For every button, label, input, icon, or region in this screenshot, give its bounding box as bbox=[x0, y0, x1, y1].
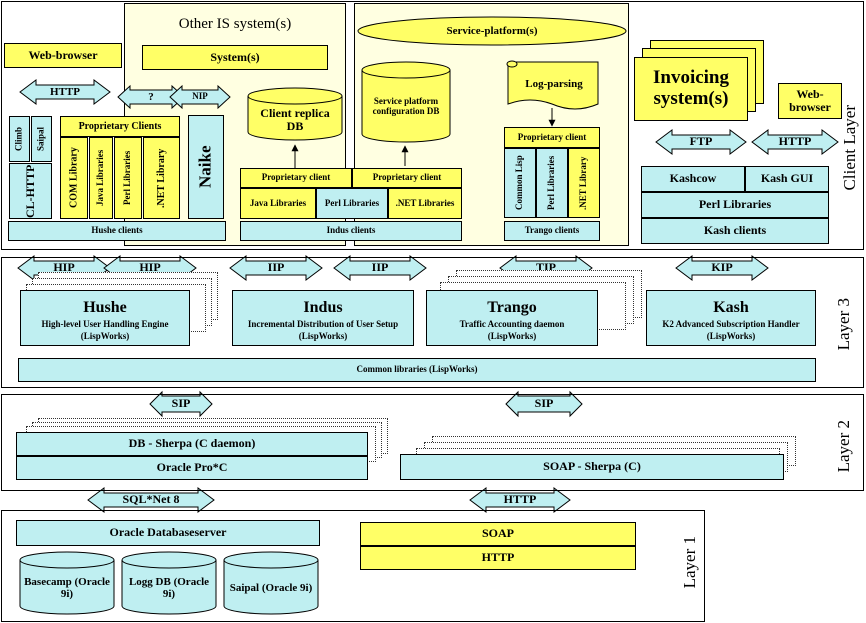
kash-gui-box: Kash GUI bbox=[745, 166, 829, 192]
net-library: .NET Library bbox=[143, 137, 180, 219]
iip1-label: IIP bbox=[267, 260, 285, 275]
nip-arrow bbox=[169, 84, 231, 110]
kash-clients-box: Kash clients bbox=[641, 218, 829, 244]
hushe-box bbox=[20, 290, 190, 346]
db-sherpa-box: DB - Sherpa (C daemon) bbox=[16, 432, 368, 456]
perl-libraries-kash: Perl Libraries bbox=[641, 192, 829, 218]
iip2-label: IIP bbox=[371, 260, 389, 275]
soap-box: SOAP bbox=[360, 522, 636, 546]
layer2-label: Layer 2 bbox=[834, 420, 853, 473]
indus-lisp: (LispWorks) bbox=[298, 331, 348, 342]
kash-box bbox=[646, 290, 816, 346]
client-layer-frame bbox=[1, 1, 864, 250]
client-replica-db: Client replica DB bbox=[260, 105, 330, 133]
kip-arrow bbox=[675, 255, 769, 281]
indus-box bbox=[232, 290, 414, 346]
kash-lisp: (LispWorks) bbox=[706, 331, 756, 342]
perl-lib-trango: Perl Libraries bbox=[536, 148, 568, 218]
climb-box: Climb bbox=[9, 116, 30, 162]
indus-clients-box: Indus clients bbox=[240, 221, 462, 241]
sip1-label: SIP bbox=[171, 396, 191, 411]
trango-prop-client: Proprietary client bbox=[504, 127, 600, 148]
http-left-arrow bbox=[19, 79, 111, 105]
perl-libraries: Perl Libraries bbox=[114, 137, 142, 219]
cl-http-box: CL-HTTP bbox=[9, 163, 52, 219]
http-layer1-arrow bbox=[469, 487, 571, 513]
layer1-label: Layer 1 bbox=[680, 536, 699, 589]
hip2-label: HIP bbox=[139, 260, 161, 275]
sqlnet-label: SQL*Net 8 bbox=[122, 492, 180, 507]
java-libraries: Java Libraries bbox=[89, 137, 113, 219]
http-layer1-label: HTTP bbox=[503, 492, 537, 507]
kash-title: Kash bbox=[713, 299, 749, 317]
spc-db-label: Service platform configuration DB bbox=[372, 96, 440, 116]
http-right-arrow bbox=[751, 129, 839, 155]
web-browser-left: Web-browser bbox=[4, 43, 122, 68]
layer3-label: Layer 3 bbox=[834, 298, 853, 351]
soap-sherpa-box: SOAP - Sherpa (C) bbox=[400, 454, 784, 480]
saipal-box: Saipal bbox=[31, 116, 52, 162]
indus-title: Indus bbox=[303, 299, 343, 317]
oracle-proc-box: Oracle Pro*C bbox=[16, 456, 368, 480]
service-platform-label: Service-platform(s) bbox=[446, 24, 538, 37]
http-box-layer1: HTTP bbox=[360, 546, 636, 570]
proprietary-clients-box: Proprietary Clients bbox=[60, 116, 180, 137]
invoicing-box: Invoicing system(s) bbox=[634, 57, 748, 121]
kip-label: KIP bbox=[711, 260, 733, 275]
prop-client-2: Proprietary client bbox=[352, 168, 462, 188]
hushe-title: Hushe bbox=[83, 299, 127, 317]
hip1-label: HIP bbox=[53, 260, 75, 275]
hushe-clients-box: Hushe clients bbox=[8, 221, 226, 241]
layer3-frame bbox=[1, 257, 864, 388]
trango-clients-box: Trango clients bbox=[504, 221, 600, 241]
systems-box: System(s) bbox=[142, 45, 328, 70]
nip-label: NIP bbox=[192, 91, 208, 102]
trango-box bbox=[426, 290, 598, 346]
other-is-title: Other IS system(s) bbox=[178, 15, 292, 32]
perl-libs-indus: Perl Libraries bbox=[316, 188, 388, 219]
ftp-arrow bbox=[655, 129, 747, 155]
layer1-frame bbox=[1, 510, 705, 622]
trango-lisp: (LispWorks) bbox=[487, 331, 537, 342]
saipal-db: Saipal (Oracle 9i) bbox=[229, 581, 313, 594]
com-library: COM Library bbox=[60, 137, 88, 219]
hushe-sub: High-level User Handling Engine bbox=[41, 319, 169, 330]
question-label: ? bbox=[148, 90, 154, 103]
iip2-arrow bbox=[333, 255, 427, 281]
kashcow-box: Kashcow bbox=[641, 166, 745, 192]
log-parsing-label: Log-parsing bbox=[525, 77, 583, 90]
http-right-label: HTTP bbox=[778, 134, 812, 149]
common-lisp: Common Lisp bbox=[504, 148, 536, 218]
java-libs-indus: Java Libraries bbox=[240, 188, 316, 219]
sip2-label: SIP bbox=[534, 396, 554, 411]
net-lib-trango: .NET Library bbox=[568, 148, 600, 218]
web-browser-right: Web-browser bbox=[778, 83, 842, 119]
http-left-label: HTTP bbox=[50, 85, 80, 98]
ftp-label: FTP bbox=[689, 134, 713, 149]
sqlnet-arrow bbox=[87, 487, 215, 513]
oracle-dbserver-box: Oracle Databaseserver bbox=[16, 520, 320, 546]
hushe-lisp: (LispWorks) bbox=[80, 331, 130, 342]
layer2-frame bbox=[1, 394, 864, 491]
prop-client-1: Proprietary client bbox=[240, 168, 352, 188]
net-libs-indus: .NET Libraries bbox=[388, 188, 462, 219]
trango-title: Trango bbox=[487, 299, 537, 317]
indus-sub: Incremental Distribution of User Setup bbox=[247, 319, 399, 330]
logg-db: Logg DB (Oracle 9i) bbox=[128, 575, 210, 600]
kash-sub: K2 Advanced Subscription Handler bbox=[662, 319, 800, 330]
iip1-arrow bbox=[229, 255, 323, 281]
basecamp-db: Basecamp (Oracle 9i) bbox=[24, 575, 110, 600]
common-libraries-box: Common libraries (LispWorks) bbox=[18, 358, 816, 382]
naike-box: Naike bbox=[188, 115, 224, 219]
trango-sub: Traffic Accounting daemon bbox=[459, 319, 565, 330]
